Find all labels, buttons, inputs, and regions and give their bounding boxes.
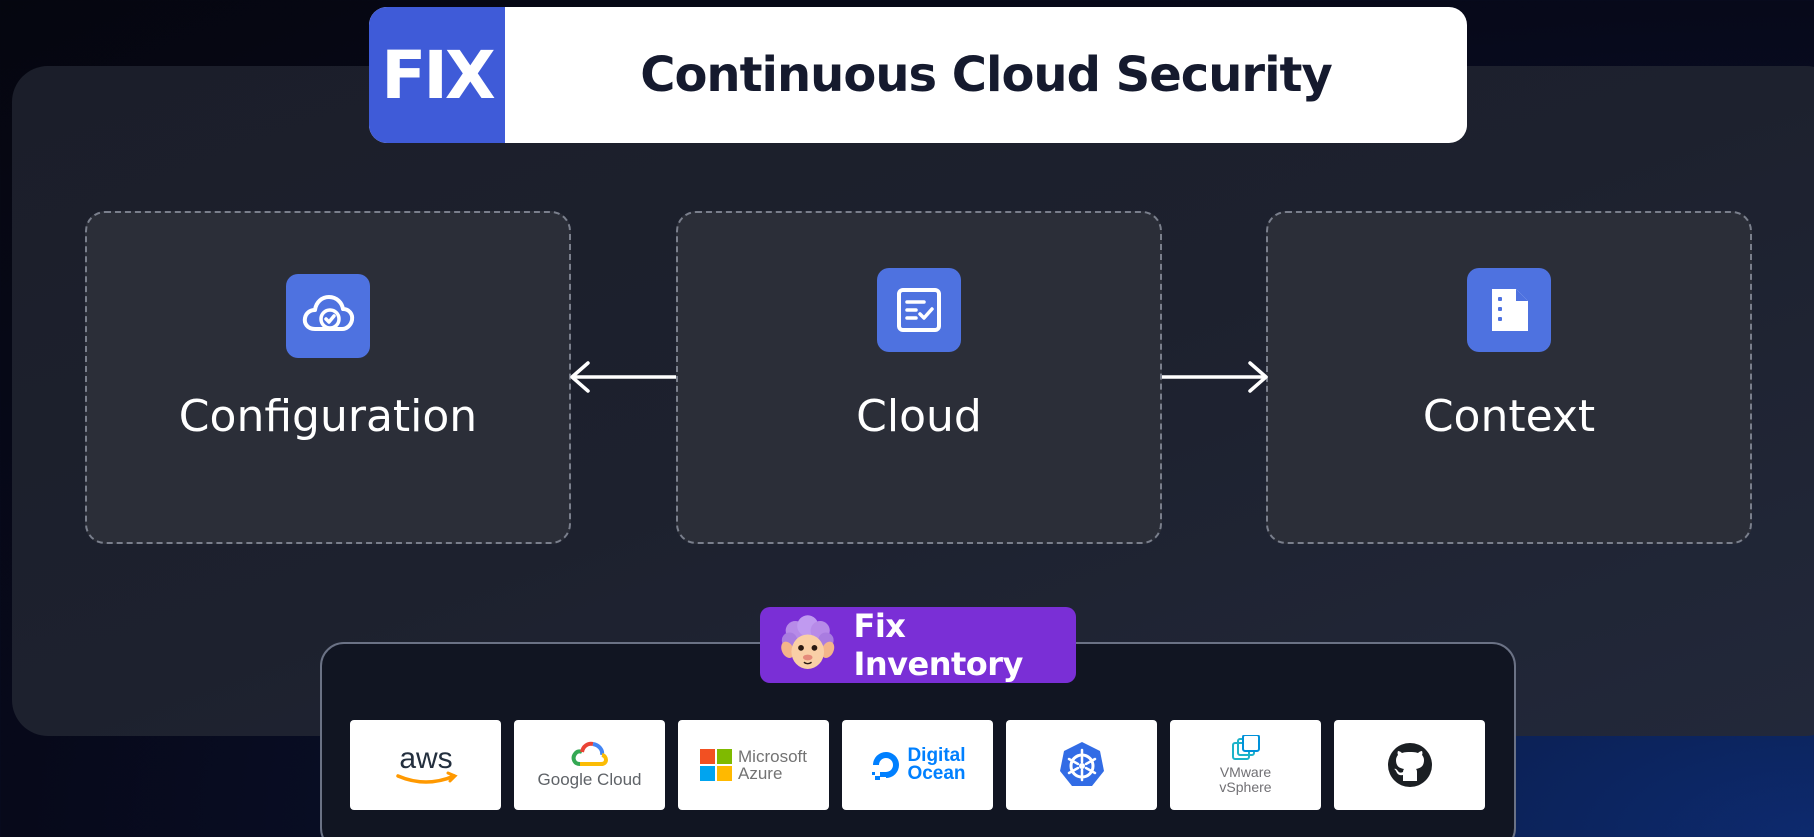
checklist-icon bbox=[877, 268, 961, 352]
header-banner: FIX Continuous Cloud Security bbox=[369, 7, 1467, 143]
digital-ocean-logo: Digital Ocean bbox=[842, 720, 993, 810]
azure-line2: Azure bbox=[738, 764, 783, 783]
arrow-right-icon bbox=[1162, 361, 1268, 393]
github-logo bbox=[1334, 720, 1485, 810]
google-cloud-logo: Google Cloud bbox=[514, 720, 665, 810]
page-title: Continuous Cloud Security bbox=[640, 47, 1333, 103]
google-cloud-icon bbox=[571, 741, 608, 766]
card-label: Configuration bbox=[178, 391, 478, 442]
digital-ocean-line1: Digital bbox=[907, 745, 966, 766]
azure-line1: Microsoft bbox=[738, 747, 807, 766]
vmware-vsphere-logo: VMware vSphere bbox=[1170, 720, 1321, 810]
document-icon bbox=[1467, 268, 1551, 352]
card-configuration: Configuration bbox=[85, 211, 571, 544]
card-label: Context bbox=[1422, 391, 1596, 442]
vsphere-icon bbox=[1231, 735, 1260, 760]
card-context: Context bbox=[1266, 211, 1752, 544]
digital-ocean-icon bbox=[872, 752, 900, 780]
kubernetes-logo bbox=[1006, 720, 1157, 810]
cloud-check-icon bbox=[286, 274, 370, 358]
microsoft-icon bbox=[700, 749, 733, 781]
card-label: Cloud bbox=[856, 391, 982, 442]
inventory-label: Fix Inventory bbox=[853, 607, 1023, 683]
google-cloud-text: Google Cloud bbox=[537, 770, 642, 789]
provider-logos: aws Google Cloud Microsoft Azure bbox=[350, 720, 1485, 810]
arrow-left-icon bbox=[570, 361, 676, 393]
digital-ocean-line2: Ocean bbox=[907, 763, 966, 784]
aws-logo: aws bbox=[350, 720, 501, 810]
card-cloud: Cloud bbox=[676, 211, 1162, 544]
aws-text: aws bbox=[399, 742, 452, 775]
sheep-mascot-icon bbox=[781, 615, 835, 669]
microsoft-azure-logo: Microsoft Azure bbox=[678, 720, 829, 810]
fix-logo: FIX bbox=[369, 7, 505, 143]
inventory-badge: Fix Inventory bbox=[760, 607, 1076, 683]
github-icon bbox=[1387, 743, 1432, 787]
vmware-line1: VMware bbox=[1219, 764, 1272, 780]
kubernetes-icon bbox=[1059, 742, 1104, 786]
vmware-line2: vSphere bbox=[1219, 779, 1272, 795]
